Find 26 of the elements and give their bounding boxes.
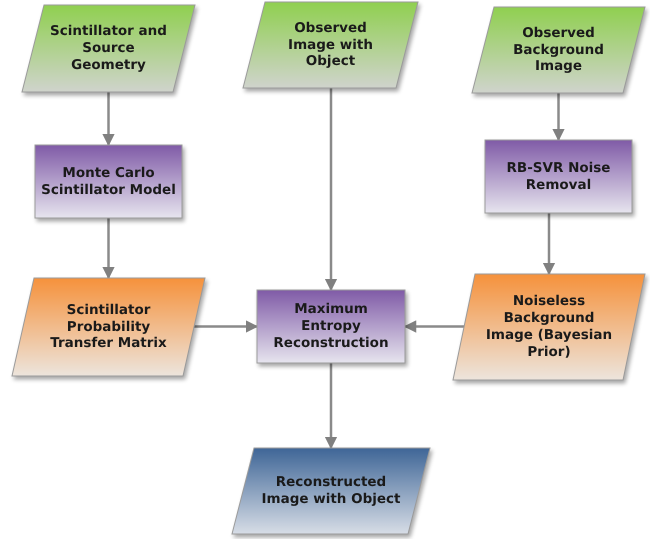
arrow (102, 218, 115, 280)
arrow (552, 93, 565, 142)
arrow (404, 320, 464, 333)
data-parallelogram (22, 5, 195, 92)
node-label: Scintillator Probability Transfer Matrix (49, 302, 168, 352)
node-label: Observed Image with Object (287, 20, 374, 70)
arrow (324, 363, 338, 450)
data-parallelogram (243, 2, 418, 88)
arrow (324, 88, 338, 292)
node-label: Observed Background Image (512, 24, 605, 76)
node-label: Monte Carlo Scintillator Model (41, 164, 176, 198)
data-parallelogram (12, 278, 205, 376)
node-label: Noiseless Background Image (Bayesian Prior) (484, 293, 614, 361)
node-label: Scintillator and Source Geometry (50, 23, 167, 74)
node-label: Maximum Entropy Reconstruction (272, 301, 390, 352)
data-parallelogram (453, 274, 645, 380)
arrow (102, 92, 115, 146)
data-parallelogram (472, 7, 645, 93)
process-box (35, 145, 182, 218)
data-parallelogram (232, 448, 430, 534)
node-label: Reconstructed Image with Object (260, 474, 402, 508)
arrow (194, 320, 258, 333)
arrow (542, 213, 556, 276)
process-box (257, 290, 405, 363)
process-box (485, 140, 632, 213)
node-label: RB-SVR Noise Removal (506, 160, 612, 194)
